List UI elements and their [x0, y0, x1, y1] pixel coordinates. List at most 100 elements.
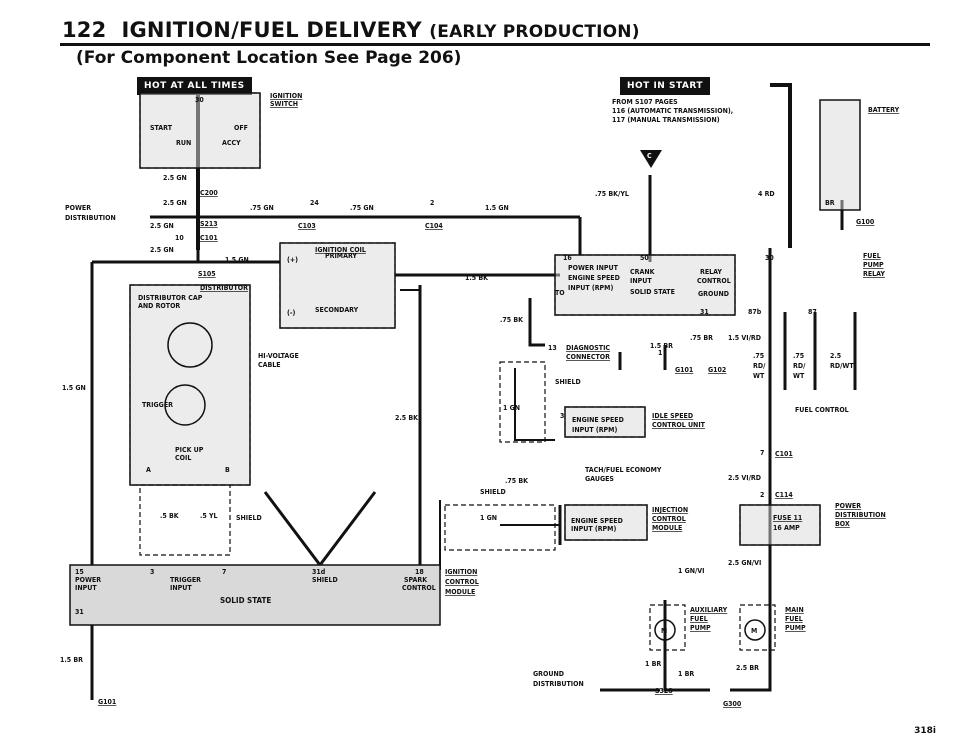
relay-engine-speed: ENGINE SPEED	[568, 274, 620, 282]
conn-c101b: C101	[775, 450, 793, 458]
conn-c104: C104	[425, 222, 443, 230]
fuel-pump-relay-1: FUEL	[863, 252, 881, 260]
wire-75gn-b: .75 GN	[350, 204, 374, 212]
wire-75br: .75 BR	[690, 334, 713, 342]
pin-10: 10	[175, 234, 184, 242]
fuse-label: FUSE 11	[773, 514, 802, 522]
pin-2b: 2	[760, 491, 764, 499]
pickup-label2: COIL	[175, 454, 191, 462]
wire-75bkyl: .75 BK/YL	[595, 190, 629, 198]
shield-a: SHIELD	[555, 378, 581, 386]
figure-code: 318i	[914, 726, 936, 736]
conn-s105: S105	[198, 270, 216, 278]
aux-pump-1: AUXILIARY	[690, 606, 728, 614]
tach-label-2: GAUGES	[585, 475, 614, 483]
switch-terminal: 30	[195, 96, 204, 104]
dist-cap-label: DISTRIBUTOR CAP	[138, 294, 203, 302]
wire-1gn-b: 1 GN	[480, 514, 497, 522]
from-text-2: 116 (AUTOMATIC TRANSMISSION),	[612, 107, 733, 115]
coil-minus: (-)	[287, 309, 295, 317]
from-text-3: 117 (MANUAL TRANSMISSION)	[612, 116, 720, 124]
diag-label-2: CONNECTOR	[566, 353, 610, 361]
icm-shield: SHIELD	[312, 576, 338, 584]
idle-speed-2: CONTROL UNIT	[652, 421, 706, 429]
inj-es-2: INPUT (RPM)	[571, 525, 616, 533]
pin-13: 13	[548, 344, 557, 352]
coil-primary: PRIMARY	[325, 252, 357, 260]
wire-15gn-a: 1.5 GN	[485, 204, 509, 212]
wire-2.5gn-d: 2.5 GN	[150, 246, 174, 254]
idle-speed-1: IDLE SPEED	[652, 412, 693, 420]
pin-31: 31	[700, 308, 709, 316]
trigger-label: TRIGGER	[142, 401, 173, 409]
hi-voltage-label: HI-VOLTAGE	[258, 352, 299, 360]
idle-es-1: ENGINE SPEED	[572, 416, 624, 424]
wire-1br-b: 1 BR	[678, 670, 694, 678]
pin-1: 1	[658, 349, 662, 357]
diag-label-1: DIAGNOSTIC	[566, 344, 610, 352]
title-rule	[60, 43, 930, 46]
pin-b: B	[225, 466, 230, 474]
icm-label-3: MODULE	[445, 588, 475, 596]
relay-crank2: INPUT	[630, 277, 652, 285]
switch-start: START	[150, 124, 173, 132]
fuel-pump-relay-3: RELAY	[863, 270, 885, 278]
inj-label-3: MODULE	[652, 524, 682, 532]
wire-25vird: 2.5 VI/RD	[728, 474, 761, 482]
pdb-3: BOX	[835, 520, 850, 528]
page-title: 122 IGNITION/FUEL DELIVERY (EARLY PRODUC…	[62, 18, 640, 42]
ignition-coil-label: IGNITION COIL	[315, 246, 366, 254]
inj-label-2: CONTROL	[652, 515, 686, 523]
pin-2: 2	[430, 199, 434, 207]
pickup-label: PICK UP	[175, 446, 204, 454]
tach-label-1: TACH/FUEL ECONOMY	[585, 466, 662, 474]
fuel-control-label: FUEL CONTROL	[795, 406, 849, 414]
wire-25bk: 2.5 BK	[395, 414, 419, 422]
wire-25br: 2.5 BR	[736, 664, 759, 672]
from-text-1: FROM S107 PAGES	[612, 98, 678, 106]
main-pump-3: PUMP	[785, 624, 806, 632]
icm-pin-31: 31	[75, 608, 84, 616]
wire-rd-a: RD/	[753, 362, 766, 370]
aux-pump-3: PUMP	[690, 624, 711, 632]
icm-pin-15: 15	[75, 568, 84, 576]
g300-label: G300	[723, 700, 742, 708]
wire-1gnvi: 1 GN/VI	[678, 567, 705, 575]
wire-wt-a: WT	[753, 372, 765, 380]
main-pump-1: MAIN	[785, 606, 804, 614]
ignition-switch-label: IGNITION	[270, 92, 302, 100]
icm-power-1: POWER	[75, 576, 101, 584]
icm-solid-state: SOLID STATE	[220, 596, 271, 605]
power-dist-left-1: POWER	[65, 204, 91, 212]
g102-label: G102	[708, 366, 726, 374]
ground-dist-1: GROUND	[533, 670, 564, 678]
inj-label-1: INJECTION	[652, 506, 688, 514]
wire-1br-a: 1 BR	[645, 660, 661, 668]
relay-input-rpm: INPUT (RPM)	[568, 284, 613, 292]
motor-b: M	[751, 627, 757, 635]
icm-label-1: IGNITION	[445, 568, 477, 576]
g101-label: G101	[675, 366, 693, 374]
pin-87: 87	[808, 308, 817, 316]
dist-cap-label2: AND ROTOR	[138, 302, 180, 310]
relay-power-input: POWER INPUT	[568, 264, 619, 272]
subtitle: (For Component Location See Page 206)	[76, 48, 462, 68]
wire-75-a: .75	[753, 352, 764, 360]
icm-pin-7: 7	[222, 568, 226, 576]
wire-br: BR	[825, 199, 835, 207]
distributor-label: DISTRIBUTOR	[200, 284, 248, 292]
wire-1gn-a: 1 GN	[503, 404, 520, 412]
icm-spark-2: CONTROL	[402, 584, 436, 592]
relay-to: TO	[555, 289, 565, 297]
pin-16: 16	[563, 254, 572, 262]
wire-4rd: 4 RD	[758, 190, 775, 198]
wire-25gnvi: 2.5 GN/VI	[728, 559, 761, 567]
inj-es-1: ENGINE SPEED	[571, 517, 623, 525]
icm-label-2: CONTROL	[445, 578, 479, 586]
c-marker-shape	[640, 150, 662, 168]
coil-secondary: SECONDARY	[315, 306, 359, 314]
relay-relay: RELAY	[700, 268, 722, 276]
fuel-pump-relay-2: PUMP	[863, 261, 884, 269]
g100-label: G100	[856, 218, 875, 226]
pin-3a: 3	[560, 412, 564, 420]
